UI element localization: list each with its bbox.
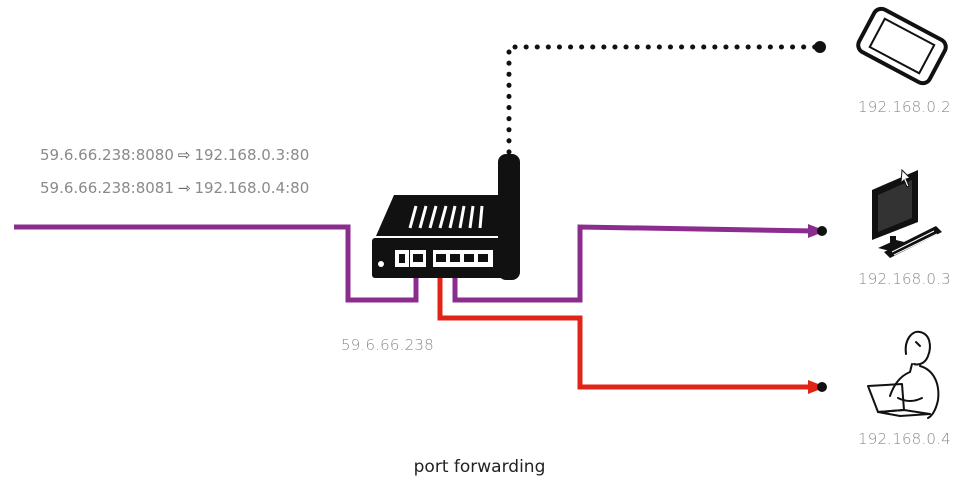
wireless-link-end-dot: [814, 41, 826, 53]
wireless-link-phone: [506, 44, 823, 155]
rule-1-arrow: ⇨: [177, 146, 191, 164]
wifi-router-icon: [350, 154, 520, 280]
forward-line-to-laptop: [437, 270, 815, 390]
rule-1-destination: 192.168.0.3:80: [194, 146, 310, 164]
forward-line-to-desktop: [452, 224, 816, 303]
diagram-caption: port forwarding: [413, 457, 546, 477]
wan-inbound-line: [14, 224, 419, 303]
desktop-link-end-dot: [817, 226, 827, 236]
rule-2-source: 59.6.66.238:8081: [40, 179, 174, 197]
person-laptop-icon: [867, 330, 940, 419]
rule-2-destination: 192.168.0.4:80: [194, 179, 310, 197]
wan-ip-label: 59.6.66.238: [341, 336, 434, 354]
desktop-computer-icon: [872, 168, 942, 258]
rule-1-source: 59.6.66.238:8080: [40, 146, 174, 164]
device-ip-desktop: 192.168.0.3: [858, 270, 951, 288]
device-ip-phone: 192.168.0.2: [858, 98, 951, 116]
forward-rule-1: 59.6.66.238:8080⇨192.168.0.3:80: [40, 146, 309, 164]
rule-2-arrow: ⇾: [177, 179, 191, 197]
forward-rule-2: 59.6.66.238:8081⇾192.168.0.4:80: [40, 179, 309, 197]
laptop-link-end-dot: [817, 382, 827, 392]
device-ip-laptop: 192.168.0.4: [858, 430, 951, 448]
smartphone-icon: [856, 6, 948, 86]
